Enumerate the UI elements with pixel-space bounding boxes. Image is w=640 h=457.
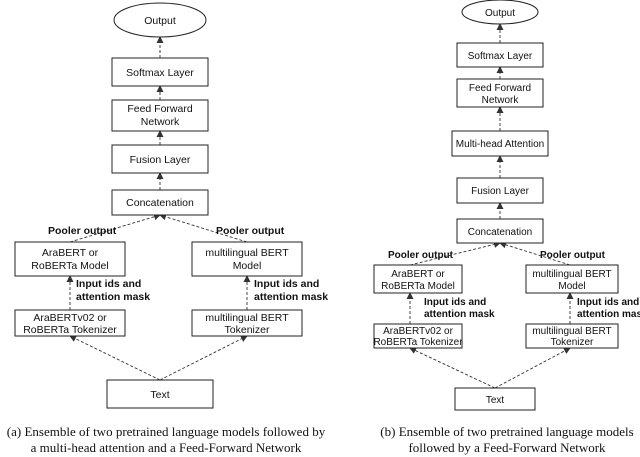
arabert-label-line2: RoBERTa Model [31,260,108,272]
output-node-b: Output [461,0,539,25]
fusion-label: Fusion Layer [130,154,191,166]
output-label-b: Output [485,8,515,19]
pooler-output-right-label: Pooler output [216,225,285,237]
input-ids-left-line1: Input ids and [76,278,141,290]
arabert-label-b-line1: AraBERT or [391,269,445,280]
arabert-tokenizer-box-b: AraBERTv02 or RoBERTa Tokenizer [373,323,463,349]
concatenation-box: Concatenation [111,189,209,216]
input-ids-left-line1-b: Input ids and [424,297,486,308]
tok-right-label-line2: Tokenizer [225,324,270,336]
concatenation-box-b: Concatenation [456,218,544,244]
mbert-label-b-line2: Model [558,281,585,292]
input-ids-right-line2-b: attention mask [577,309,640,320]
input-ids-right-line1-b: Input ids and [577,297,639,308]
feed-forward-box: Feed Forward Network [111,99,209,132]
fusion-layer-box-b: Fusion Layer [456,177,544,204]
feed-forward-box-b: Feed Forward Network [456,78,544,108]
arabert-tokenizer-box: AraBERTv02 or RoBERTa Tokenizer [14,309,126,337]
ffn-label-line2: Network [141,116,180,128]
tok-right-label-b-line2: Tokenizer [551,337,594,348]
softmax-label-b: Softmax Layer [468,51,533,62]
tok-left-label-b-line1: AraBERTv02 or [383,326,454,337]
arrow-left-model-to-concat [69,213,161,243]
figure-a: Output Softmax Layer Feed Forward Networ… [7,2,328,455]
arrow-b-left-model-to-concat [409,241,501,266]
text-input-box-b: Text [454,387,536,411]
text-label-b: Text [486,395,505,406]
mbert-tokenizer-box-b: multilingual BERT Tokenizer [525,323,619,349]
concat-label-b: Concatenation [468,227,533,238]
tok-left-label-line2: RoBERTa Tokenizer [23,324,117,336]
figure-b: Output Softmax Layer Feed Forward Networ… [373,0,640,455]
text-label: Text [150,389,169,401]
pooler-output-right-label-b: Pooler output [540,250,606,261]
arrow-b-text-to-left-tokenizer [409,347,496,389]
output-node: Output [113,2,207,38]
ffn-label-line1: Feed Forward [127,103,193,115]
pooler-output-left-label: Pooler output [48,225,117,237]
caption-b-line2: followed by a Feed-Forward Network [408,440,606,455]
arrow-b-text-to-right-tokenizer [494,347,571,389]
tok-left-label-b-line2: RoBERTa Tokenizer [373,337,463,348]
tok-right-label-line1: multilingual BERT [205,312,289,324]
mha-label: Multi-head Attention [456,139,544,150]
arabert-label-b-line2: RoBERTa Model [381,281,455,292]
caption-a-line2: a multi-head attention and a Feed-Forwar… [31,440,302,455]
output-label: Output [144,15,176,27]
fusion-layer-box: Fusion Layer [111,144,209,174]
fusion-label-b: Fusion Layer [471,186,529,197]
arrow-b-right-model-to-concat [499,241,571,266]
arrow-right-model-to-concat [159,213,248,243]
mbert-label-line2: Model [233,260,262,272]
arabert-model-box: AraBERT or RoBERTa Model [14,241,126,277]
mbert-model-box: multilingual BERT Model [191,241,303,277]
arrow-text-to-right-tokenizer [159,335,248,381]
input-ids-left-line2-b: attention mask [424,309,495,320]
tok-left-label-line1: AraBERTv02 or [33,312,107,324]
input-ids-left-line2: attention mask [76,291,150,303]
arabert-model-box-b: AraBERT or RoBERTa Model [373,264,463,294]
mbert-label-line1: multilingual BERT [205,247,289,259]
pooler-output-left-label-b: Pooler output [388,250,454,261]
concat-label: Concatenation [126,197,194,209]
caption-a-line1: (a) Ensemble of two pretrained language … [7,424,326,439]
mbert-tokenizer-box: multilingual BERT Tokenizer [191,309,303,337]
mbert-label-b-line1: multilingual BERT [532,269,611,280]
softmax-layer-box-b: Softmax Layer [456,42,544,68]
tok-right-label-b-line1: multilingual BERT [532,326,611,337]
figure-b-arrows [406,23,574,389]
ffn-label-b-line2: Network [482,95,520,106]
mbert-model-box-b: multilingual BERT Model [525,264,619,294]
arabert-label-line1: AraBERT or [42,247,99,259]
multi-head-attention-box: Multi-head Attention [451,130,549,157]
softmax-label: Softmax Layer [126,67,194,79]
softmax-layer-box: Softmax Layer [111,57,209,87]
caption-b-line1: (b) Ensemble of two pretrained language … [380,424,633,439]
text-input-box: Text [106,379,214,409]
ffn-label-b-line1: Feed Forward [469,83,531,94]
input-ids-right-line2: attention mask [254,291,328,303]
arrow-text-to-left-tokenizer [69,335,161,381]
figure-a-arrows [66,36,251,381]
input-ids-right-line1: Input ids and [254,278,319,290]
